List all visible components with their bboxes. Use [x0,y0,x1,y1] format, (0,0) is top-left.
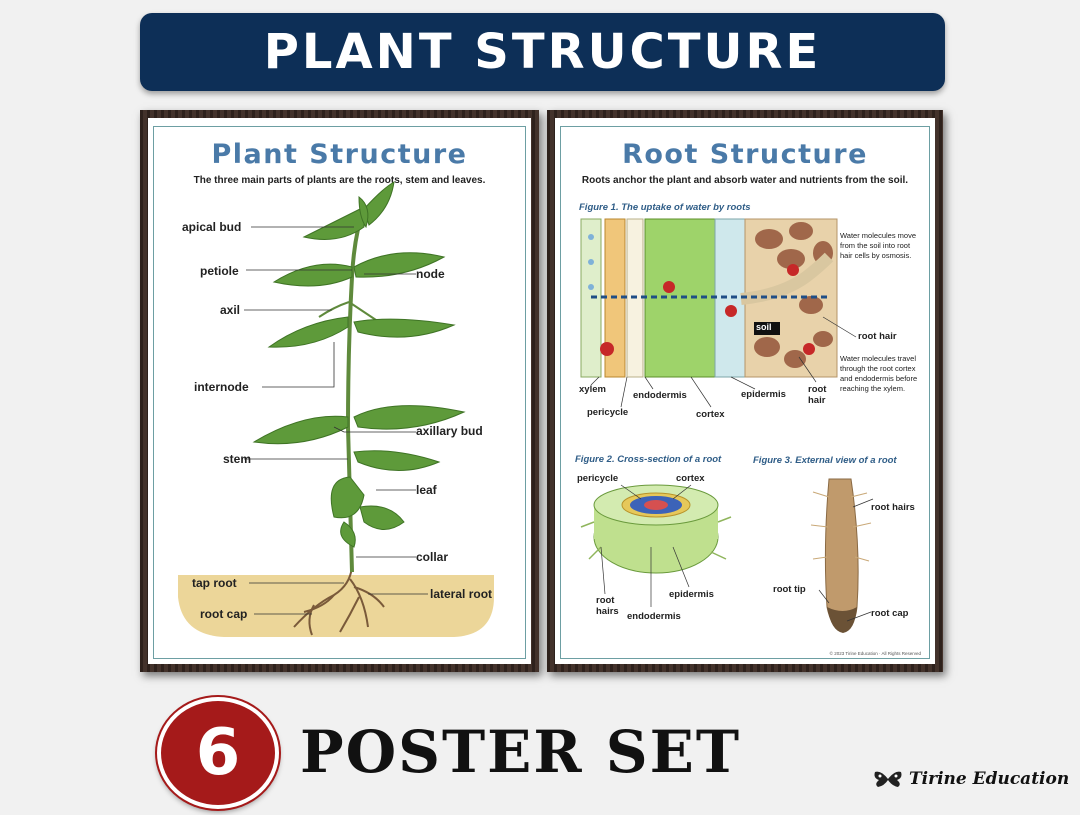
poster-title: Root Structure [622,139,868,170]
label-internode: internode [194,380,249,394]
label-root-cap-fig3: root cap [871,608,909,619]
plant-illustration [178,181,494,637]
poster-count: 6 [195,716,241,790]
figure3-caption: Figure 3. External view of a root [753,455,897,466]
copyright-note: © 2023 Tirine Education · All Rights Res… [829,651,921,656]
figure1-caption: Figure 1. The uptake of water by roots [579,202,751,213]
soil-area [178,575,494,637]
label-root-cap: root cap [200,607,248,621]
butterfly-icon [874,771,902,787]
label-leaf: leaf [416,483,437,497]
root-leader-lines [590,316,874,622]
label-root-tip: root tip [773,584,806,595]
title-banner: PLANT STRUCTURE [140,13,945,91]
label-collar: collar [416,550,449,564]
poster-paper: Plant Structure The three main parts of … [148,118,531,664]
poster-count-badge: 6 [157,697,279,809]
label-root-hairs-fig2: root hairs [596,595,619,617]
label-cortex: cortex [696,409,725,420]
poster-paper: Root Structure Roots anchor the plant an… [555,118,935,664]
label-endodermis: endodermis [633,390,687,401]
poster-subtitle: The three main parts of plants are the r… [193,175,486,186]
root-diagrams [580,218,874,633]
label-axil: axil [220,303,241,317]
label-root-hair-2: root hair [808,384,827,406]
label-pericycle: pericycle [587,407,629,418]
leader-lines [244,226,428,615]
brand-logo: Tirine Education [873,769,1069,789]
label-stem: stem [223,452,252,466]
brand-name: Tirine Education [909,769,1070,789]
figure2-diagram [580,484,732,574]
leaves [252,181,466,548]
label-pericycle-fig2: pericycle [577,473,619,484]
poster-subtitle: Roots anchor the plant and absorb water … [581,175,909,186]
figure1-diagram [580,218,838,378]
label-axillary-bud: axillary bud [416,424,483,438]
label-endodermis-fig2: endodermis [627,611,681,622]
poster-set-heading: POSTER SET [300,718,742,786]
label-tap-root: tap root [192,576,237,590]
fig1-note-bottom: Water molecules travel through the root … [840,354,918,393]
fig1-note-top: Water molecules move from the soil into … [840,231,916,260]
roots [293,566,385,636]
banner-title: PLANT STRUCTURE [263,24,822,80]
figure2-caption: Figure 2. Cross-section of a root [575,454,722,465]
figure3-diagram [810,478,872,633]
label-root-hair: root hair [858,331,897,342]
label-epidermis-fig2: epidermis [669,589,714,600]
label-epidermis: epidermis [741,389,786,400]
poster-border: Root Structure Roots anchor the plant an… [560,126,930,659]
label-petiole: petiole [200,264,239,278]
label-soil: soil [756,322,772,332]
label-lateral-root: lateral root [430,587,493,601]
label-xylem: xylem [579,384,606,395]
label-node: node [416,267,445,281]
label-apical-bud: apical bud [182,220,242,234]
label-cortex-fig2: cortex [676,473,705,484]
poster-border: Plant Structure The three main parts of … [153,126,526,659]
stem [345,206,366,573]
poster-frame-plant-structure: Plant Structure The three main parts of … [140,110,539,672]
poster-title: Plant Structure [211,139,468,170]
poster-frame-root-structure: Root Structure Roots anchor the plant an… [547,110,943,672]
label-root-hairs-fig3: root hairs [871,502,915,513]
